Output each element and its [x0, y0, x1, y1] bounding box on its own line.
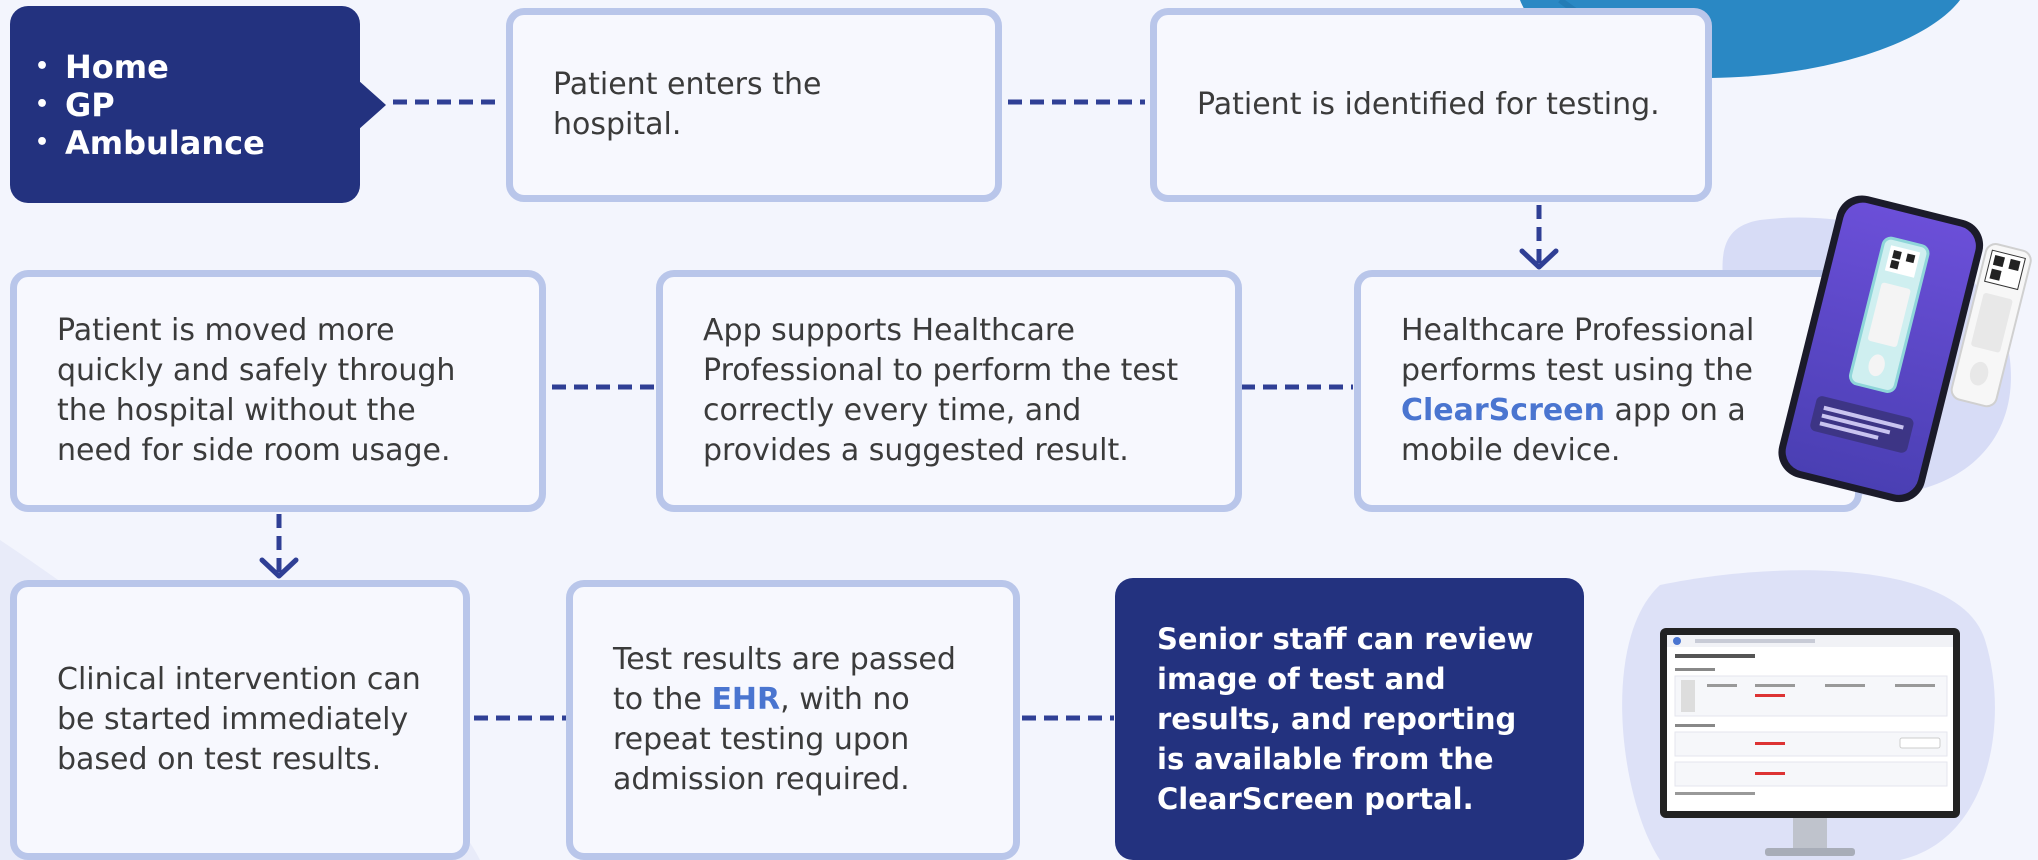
- step-patient-identified-text: Patient is identified for testing.: [1197, 87, 1660, 122]
- step-patient-identified: Patient is identified for testing.: [1150, 8, 1712, 202]
- connector-clinical-results: [474, 715, 566, 721]
- step-senior-staff-review-text: Senior staff can review image of test an…: [1157, 622, 1534, 816]
- step-hp-performs-test-text: Healthcare Professional performs test us…: [1361, 311, 1801, 471]
- connector-identified-performs: [1519, 205, 1559, 270]
- step-results-ehr-text: Test results are passed to the EHR, with…: [573, 640, 1003, 800]
- connector-enters-identified: [1008, 99, 1145, 105]
- clearscreen-brand: ClearScreen: [1401, 393, 1605, 428]
- step-clinical-intervention: Clinical intervention can be started imm…: [10, 580, 470, 860]
- start-sources-callout: Home GP Ambulance: [10, 6, 360, 203]
- monitor-illustration: [1660, 628, 1960, 856]
- results-text-post: , with no repeat testing upon admission …: [613, 682, 910, 797]
- callout-pointer: [358, 80, 386, 130]
- connector-moved-clinical: [259, 514, 299, 579]
- step-senior-staff-review: Senior staff can review image of test an…: [1115, 578, 1584, 860]
- connector-performs-app: [1241, 384, 1353, 390]
- connector-results-senior: [1022, 715, 1114, 721]
- start-sources-list: Home GP Ambulance: [10, 48, 265, 162]
- source-ambulance: Ambulance: [35, 124, 265, 162]
- performs-text-pre: Healthcare Professional performs test us…: [1401, 313, 1755, 388]
- step-patient-moved: Patient is moved more quickly and safely…: [10, 270, 546, 512]
- step-results-ehr: Test results are passed to the EHR, with…: [566, 580, 1020, 860]
- step-clinical-intervention-text: Clinical intervention can be started imm…: [57, 662, 421, 777]
- step-patient-moved-text: Patient is moved more quickly and safely…: [57, 313, 456, 468]
- performs-text-post: app on a mobile device.: [1401, 393, 1746, 468]
- step-app-supports: App supports Healthcare Professional to …: [656, 270, 1242, 512]
- ehr-brand: EHR: [711, 682, 781, 717]
- connector-start-enters: [393, 99, 500, 105]
- source-home: Home: [35, 48, 265, 86]
- step-patient-enters-text: Patient enters the hospital.: [553, 67, 822, 142]
- step-hp-performs-test: Healthcare Professional performs test us…: [1354, 270, 1862, 512]
- results-text-pre: Test results are passed to the: [613, 642, 956, 717]
- step-patient-enters: Patient enters the hospital.: [506, 8, 1002, 202]
- source-gp: GP: [35, 86, 265, 124]
- connector-app-moved: [552, 384, 654, 390]
- step-app-supports-text: App supports Healthcare Professional to …: [703, 313, 1179, 468]
